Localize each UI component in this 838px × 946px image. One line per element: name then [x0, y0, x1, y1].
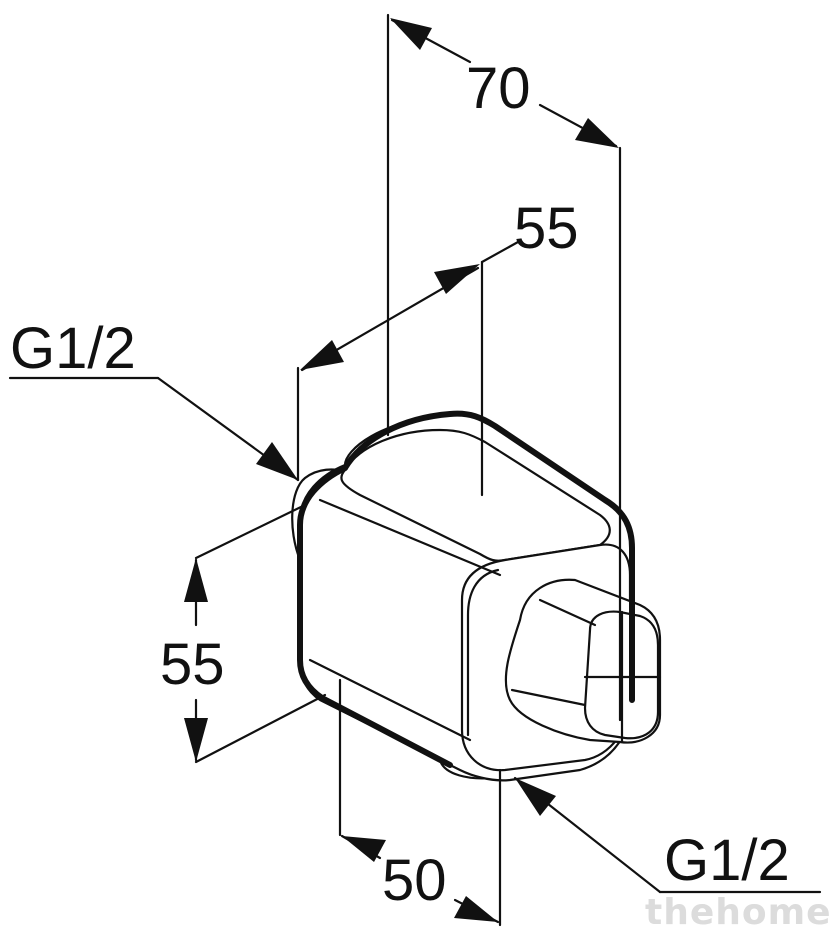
wall-connector-body — [291, 410, 662, 782]
dim-label-top-depth: 70 — [466, 56, 531, 121]
arrowheads — [184, 18, 619, 922]
side-face-top-edge — [318, 498, 502, 577]
spout-side-edge — [538, 598, 597, 627]
top-face — [340, 428, 611, 562]
spout-centre-mark — [583, 610, 662, 744]
thread-label-left: G1/2 — [10, 316, 136, 381]
dim-label-bottom-depth: 50 — [382, 848, 447, 913]
thread-label-bottom: G1/2 — [664, 828, 790, 893]
dim-label-side-height: 55 — [160, 632, 225, 697]
watermark-text: thehome — [645, 892, 832, 933]
spout-bottom-edge — [510, 688, 587, 707]
housing-bottom-contour — [297, 465, 453, 768]
dim-label-top-width: 55 — [514, 196, 579, 261]
side-face-bottom-edge — [308, 658, 472, 742]
housing-contour — [342, 410, 635, 703]
